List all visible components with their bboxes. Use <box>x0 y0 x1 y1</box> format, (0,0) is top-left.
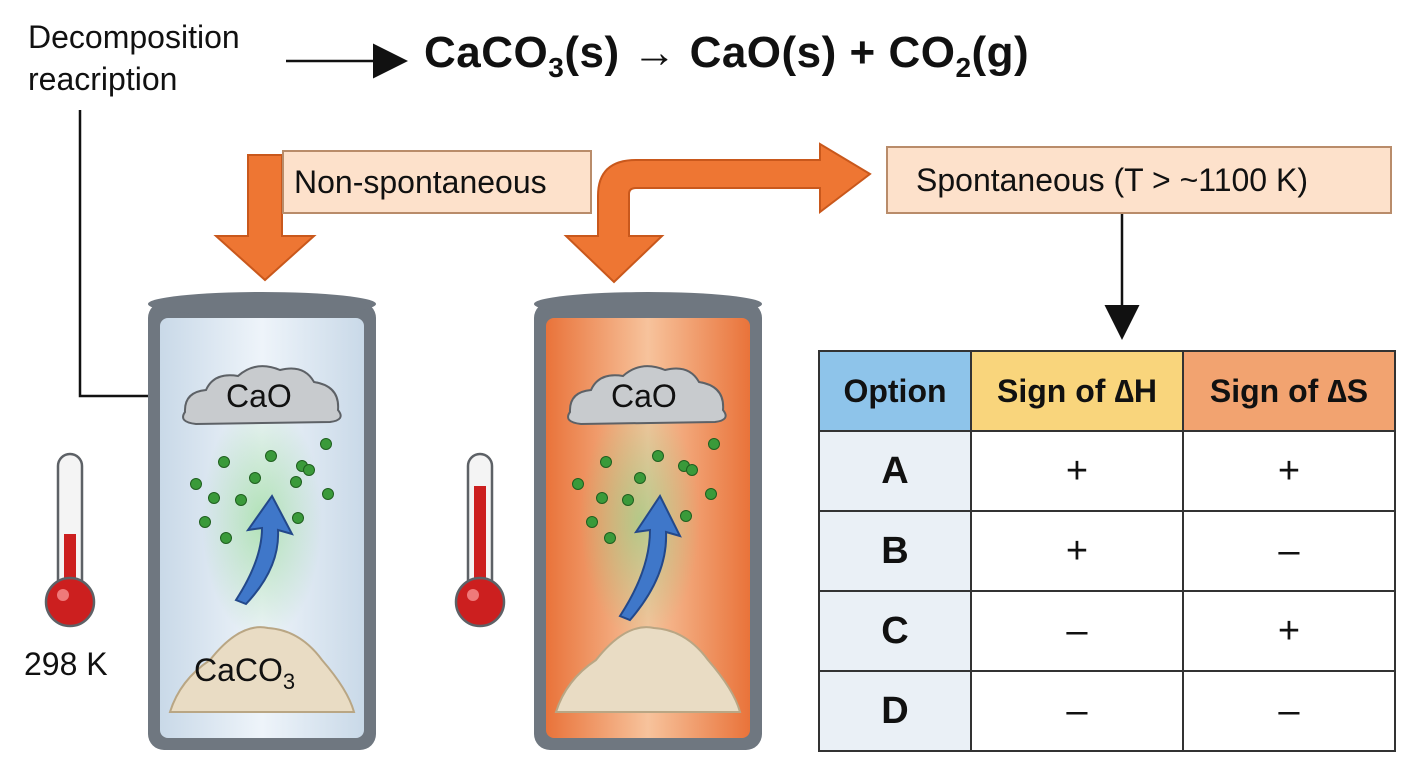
table-row: D – – <box>818 670 1396 752</box>
left-cao-label: CaO <box>226 378 292 414</box>
left-thermometer-icon <box>44 452 96 628</box>
delta-s-cell: + <box>1182 590 1396 672</box>
delta-h-cell: + <box>970 510 1184 592</box>
table-header-row: Option Sign of ∆H Sign of ∆S <box>818 350 1396 432</box>
temperature-label: 298 K <box>24 646 108 682</box>
delta-s-cell: – <box>1182 670 1396 752</box>
reaction-equation: CaCO3(s) → CaO(s) + CO2(g) <box>424 28 1029 84</box>
table-row: B + – <box>818 510 1396 592</box>
option-cell: A <box>818 430 972 512</box>
delta-h-cell: – <box>970 590 1184 672</box>
eq-reactant-state: (s) <box>564 28 620 77</box>
option-cell: C <box>818 590 972 672</box>
eq-products: CaO(s) + CO <box>689 28 956 77</box>
eq-reactant: CaCO <box>424 28 549 77</box>
eq-reactant-sub: 3 <box>548 52 565 83</box>
delta-h-cell: – <box>970 670 1184 752</box>
right-caco3-pile <box>554 626 742 713</box>
header-option: Option <box>818 350 972 432</box>
left-caco3-pile <box>168 626 356 713</box>
spontaneous-callout: Spontaneous (T > ~1100 K) <box>886 146 1392 214</box>
left-caco3-label: CaCO3 <box>194 652 295 695</box>
table-row: A + + <box>818 430 1396 512</box>
side-label-line1: Decomposition <box>28 19 240 55</box>
header-delta-s: Sign of ∆S <box>1182 350 1396 432</box>
option-cell: B <box>818 510 972 592</box>
table-row: C – + <box>818 590 1396 672</box>
side-label-line2: reacription <box>28 61 178 97</box>
right-orange-bent-arrow <box>563 142 872 284</box>
left-cao-cloud <box>182 365 342 426</box>
eq-co2-state: (g) <box>971 28 1030 77</box>
non-spontaneous-callout: Non-spontaneous <box>282 150 592 214</box>
eq-co2-sub: 2 <box>955 52 972 83</box>
right-flow-arrow <box>618 494 682 622</box>
left-caco3-sub: 3 <box>282 669 296 694</box>
left-caco3-text: CaCO <box>194 652 283 688</box>
options-table: Option Sign of ∆H Sign of ∆S A + + B + –… <box>818 350 1396 752</box>
delta-s-cell: + <box>1182 430 1396 512</box>
delta-s-cell: – <box>1182 510 1396 592</box>
side-label: Decomposition reacription <box>28 16 240 100</box>
right-co2-particles <box>572 438 720 544</box>
right-cao-label: CaO <box>611 378 677 414</box>
side-label-connector <box>78 110 150 398</box>
left-co2-particles <box>190 438 334 544</box>
right-thermometer-icon <box>454 452 506 628</box>
eq-arrow: → <box>619 28 690 77</box>
right-cao-cloud <box>567 365 727 426</box>
delta-h-cell: + <box>970 430 1184 512</box>
left-flow-arrow <box>234 494 294 606</box>
option-cell: D <box>818 670 972 752</box>
header-delta-h: Sign of ∆H <box>970 350 1184 432</box>
